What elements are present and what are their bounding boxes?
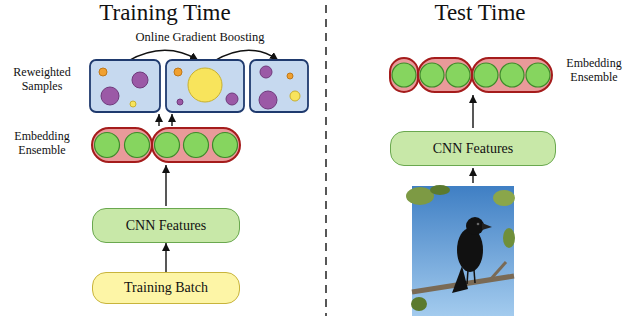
bird-leg <box>467 270 468 284</box>
sample-box <box>90 60 160 112</box>
flow-arrow <box>165 243 166 272</box>
feature-box: CNN Features <box>390 131 556 166</box>
embedding-ensemble <box>390 58 552 92</box>
sample-dot <box>259 91 277 109</box>
sample-dot <box>260 66 272 78</box>
embedding-unit <box>420 63 444 87</box>
sample-dot <box>99 68 107 76</box>
node-text: CNN Features <box>433 141 514 156</box>
embedding-unit <box>474 63 498 87</box>
embedding-unit <box>184 133 209 158</box>
row-label: Embedding Ensemble <box>557 57 631 85</box>
flow-arrow <box>171 114 172 126</box>
feature-box: CNN Features <box>92 208 240 243</box>
ensemble-pill <box>472 58 552 92</box>
section-title: Test Time <box>380 0 580 26</box>
embedding-unit <box>526 63 550 87</box>
embedding-unit <box>213 133 238 158</box>
embedding-unit <box>392 63 416 87</box>
sample-box <box>90 60 160 112</box>
sample-box <box>166 60 244 112</box>
embedding-ensemble <box>92 128 240 162</box>
ensemble-pill <box>390 58 418 92</box>
ensemble-pill <box>92 128 152 162</box>
ensemble-pill <box>418 58 472 92</box>
sample-dot <box>101 87 119 105</box>
sample-dot <box>174 68 182 76</box>
embedding-unit <box>446 63 470 87</box>
sample-dot <box>287 73 293 79</box>
sample-dot <box>132 72 148 88</box>
bird-beak <box>482 223 492 230</box>
row-label: Reweighted Samples <box>6 66 78 94</box>
process-label: Online Gradient Boosting <box>95 30 305 44</box>
sample-box <box>250 60 308 112</box>
flow-arrow <box>472 168 473 183</box>
divider-line <box>325 5 326 316</box>
photo-leaf <box>430 185 450 195</box>
ensemble-pill <box>152 128 240 162</box>
row-label: Embedding Ensemble <box>6 130 78 158</box>
photo-branch <box>490 262 506 280</box>
flow-arrow <box>165 165 166 206</box>
section-title: Training Time <box>50 0 280 26</box>
sample-dot <box>130 101 136 107</box>
photo-leaf <box>493 190 515 206</box>
embedding-unit <box>155 133 180 158</box>
photo-leaf <box>406 187 434 205</box>
embedding-unit <box>95 133 120 158</box>
node-text: CNN Features <box>126 218 207 233</box>
input-box: Training Batch <box>92 272 240 304</box>
sample-box <box>166 60 244 112</box>
bird-eye <box>477 223 480 226</box>
bird-photo <box>406 185 515 316</box>
node-text: Training Batch <box>124 280 208 295</box>
flow-arrow <box>158 114 159 126</box>
sample-dot <box>188 68 222 102</box>
embedding-unit <box>500 63 524 87</box>
bird-head <box>466 217 484 235</box>
bird-body <box>457 228 483 272</box>
bird-leg <box>474 270 475 283</box>
photo-leaf <box>503 228 515 248</box>
sample-dot <box>226 93 238 105</box>
sample-box <box>250 60 308 112</box>
embedding-unit <box>125 133 150 158</box>
photo-sky <box>412 186 514 316</box>
flow-arrow <box>472 95 473 128</box>
sample-dot <box>290 91 300 101</box>
sample-dot <box>177 99 183 105</box>
photo-leaf <box>411 297 427 311</box>
